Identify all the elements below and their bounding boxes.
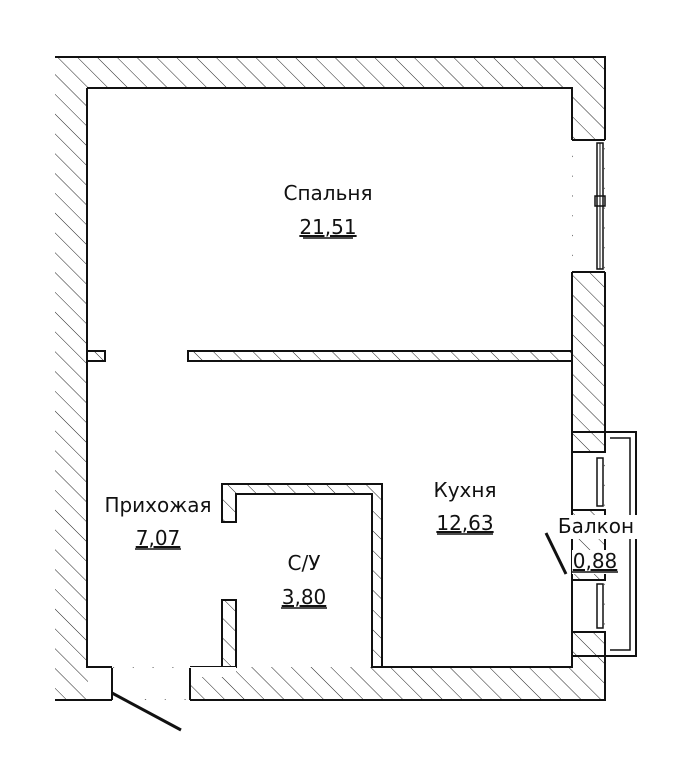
partition-bedroom <box>86 350 573 362</box>
room-name: Спальня <box>284 181 373 205</box>
room-name: Балкон <box>558 514 634 538</box>
label-bathroom: С/У 3,80 <box>281 551 327 609</box>
room-name: Прихожая <box>104 493 211 517</box>
room-area: 0,88 <box>573 549 618 573</box>
room-area: 21,51 <box>299 215 356 239</box>
outer-wall <box>55 56 606 701</box>
room-name: С/У <box>288 551 321 575</box>
window-kitchen <box>571 431 606 657</box>
bathroom-walls <box>190 483 383 677</box>
label-kitchen: Кухня 12,63 <box>434 478 497 535</box>
label-hallway: Прихожая 7,07 <box>104 493 211 550</box>
label-bedroom: Спальня 21,51 <box>284 181 373 239</box>
room-area: 3,80 <box>282 585 327 609</box>
room-area: 12,63 <box>436 511 493 535</box>
room-area: 7,07 <box>136 526 181 550</box>
window-bedroom <box>572 139 606 273</box>
balcony <box>544 431 637 657</box>
entrance-door <box>87 666 191 732</box>
room-name: Кухня <box>434 478 497 502</box>
label-balcony: Балкон 0,88 <box>556 514 638 574</box>
